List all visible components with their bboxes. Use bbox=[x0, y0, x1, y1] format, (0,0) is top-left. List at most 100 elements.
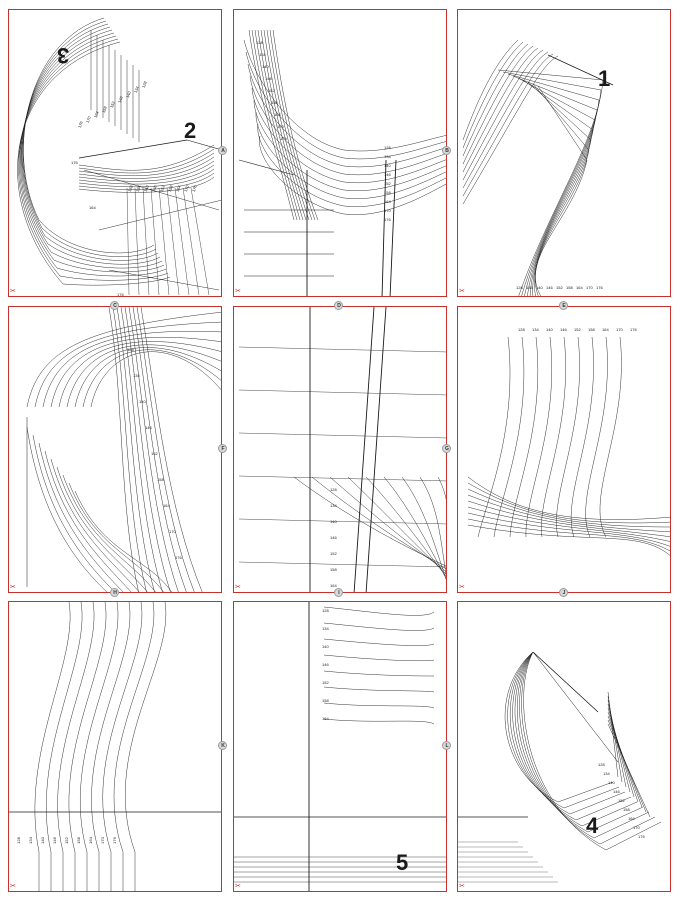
size-label: 176 bbox=[630, 327, 637, 332]
size-label: 140 bbox=[546, 327, 553, 332]
pattern-line bbox=[20, 29, 163, 269]
size-label: 158 bbox=[566, 285, 573, 290]
pattern-line bbox=[21, 26, 161, 265]
pattern-line bbox=[78, 139, 188, 159]
pattern-line bbox=[502, 71, 602, 296]
pattern-line bbox=[79, 602, 119, 891]
pattern-line bbox=[255, 111, 446, 199]
pattern-line bbox=[401, 476, 446, 580]
pattern-line bbox=[462, 41, 524, 149]
tile-join-edge bbox=[234, 296, 446, 297]
pattern-line bbox=[34, 602, 71, 891]
size-label: 152 bbox=[151, 451, 158, 456]
pattern-line bbox=[517, 651, 644, 833]
pattern-line bbox=[253, 99, 446, 191]
pattern-line bbox=[389, 159, 397, 296]
pattern-line bbox=[83, 169, 221, 291]
pattern-line bbox=[248, 29, 295, 221]
pattern-line bbox=[140, 307, 203, 592]
size-label: 158 bbox=[157, 477, 164, 482]
size-label: 146 bbox=[546, 285, 553, 290]
join-marker-c: C bbox=[109, 300, 119, 310]
size-label: 128 bbox=[384, 145, 391, 150]
pattern-line bbox=[462, 39, 519, 141]
pattern-line bbox=[437, 476, 446, 500]
pattern-line bbox=[57, 602, 95, 891]
pattern-line bbox=[238, 518, 446, 525]
size-label: 152 bbox=[556, 285, 563, 290]
pattern-line bbox=[527, 81, 592, 296]
pattern-line bbox=[102, 602, 143, 891]
size-label: 152 bbox=[618, 798, 625, 803]
pattern-line bbox=[78, 156, 215, 179]
pattern-line bbox=[259, 135, 446, 215]
pattern-line bbox=[128, 307, 179, 592]
pattern-line bbox=[190, 187, 210, 296]
join-marker-label: J bbox=[562, 589, 566, 596]
size-label: 164 bbox=[576, 285, 583, 290]
pattern-line bbox=[365, 307, 387, 592]
scissors-icon: ✂ bbox=[235, 883, 241, 890]
pattern-line bbox=[599, 336, 622, 538]
size-label: 164 bbox=[330, 583, 337, 588]
join-marker-g: G bbox=[441, 443, 451, 453]
pattern-line bbox=[20, 32, 165, 273]
pattern-line bbox=[238, 475, 446, 482]
pattern-line bbox=[251, 29, 298, 221]
join-marker-label: K bbox=[221, 742, 225, 749]
size-label: 170 bbox=[169, 529, 176, 534]
pattern-line bbox=[23, 17, 155, 254]
size-label: 140 bbox=[608, 780, 615, 785]
pattern-line bbox=[182, 187, 200, 296]
pattern-line bbox=[462, 49, 544, 181]
pattern-line bbox=[50, 458, 140, 592]
pattern-line bbox=[238, 346, 446, 353]
pattern-line bbox=[477, 336, 511, 538]
pattern-line bbox=[238, 389, 446, 396]
pattern-line bbox=[381, 159, 387, 296]
size-label: 176 bbox=[71, 160, 78, 165]
pattern-line bbox=[462, 53, 554, 197]
pattern-lines bbox=[9, 602, 221, 891]
pattern-line bbox=[254, 29, 301, 221]
pattern-line bbox=[467, 488, 670, 528]
pattern-line bbox=[467, 506, 670, 542]
size-label: 152 bbox=[63, 837, 69, 844]
pattern-line bbox=[78, 172, 215, 190]
pattern-line bbox=[462, 47, 539, 173]
pattern-line bbox=[532, 83, 590, 296]
join-marker-label: E bbox=[562, 302, 566, 309]
pattern-line bbox=[22, 20, 157, 257]
pattern-line bbox=[257, 29, 304, 221]
size-label: 128 bbox=[322, 608, 329, 613]
join-marker-label: L bbox=[445, 742, 449, 749]
size-label: 140 bbox=[39, 837, 45, 844]
pattern-line bbox=[493, 336, 525, 538]
pattern-line bbox=[514, 651, 638, 827]
pattern-line bbox=[323, 718, 435, 725]
pattern-line bbox=[62, 474, 156, 592]
pattern-line bbox=[507, 73, 600, 296]
pattern-line bbox=[535, 85, 588, 296]
pattern-line bbox=[353, 307, 375, 592]
pattern-line bbox=[323, 622, 435, 631]
size-label: 158 bbox=[623, 807, 630, 812]
scissors-icon: ✂ bbox=[10, 883, 16, 890]
pattern-line bbox=[238, 561, 446, 568]
pattern-line bbox=[38, 442, 124, 592]
size-label: 134 bbox=[526, 285, 533, 290]
pattern-lines bbox=[26, 307, 221, 592]
join-marker-label: F bbox=[221, 445, 225, 452]
size-label: 164 bbox=[628, 816, 635, 821]
size-label: 176 bbox=[111, 837, 117, 844]
pattern-line bbox=[34, 321, 221, 408]
pattern-line bbox=[263, 29, 310, 221]
scissors-icon: ✂ bbox=[10, 288, 16, 295]
size-label: 128 bbox=[15, 837, 21, 844]
size-label: 128 bbox=[516, 285, 523, 290]
size-label: 158 bbox=[330, 567, 337, 572]
size-label: 158 bbox=[588, 327, 595, 332]
